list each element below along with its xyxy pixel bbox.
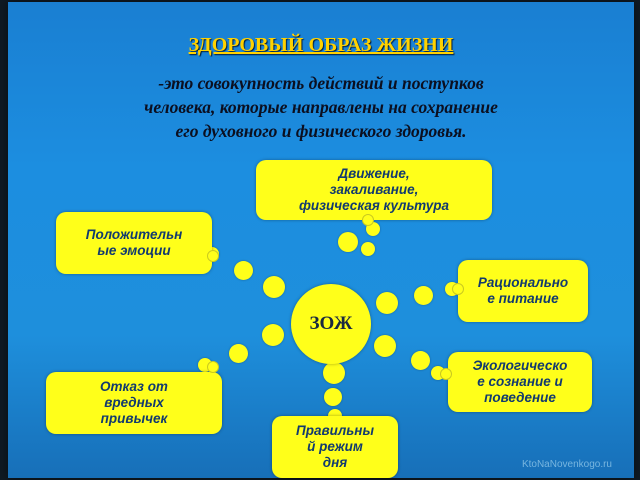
ray-circle <box>411 351 430 370</box>
box-ecology-line-3: поведение <box>484 390 556 405</box>
ray-circle <box>263 276 285 298</box>
box-routine-line-1: Правильны <box>296 423 374 438</box>
ray-circle <box>376 292 398 314</box>
site-watermark: KtoNaNovenkogo.ru <box>521 459 612 470</box>
connector-dot <box>362 214 374 226</box>
box-nutrition-line-2: е питание <box>487 291 559 306</box>
box-movement-line-3: физическая культура <box>298 198 450 213</box>
box-movement: Движение, закаливание, физическая культу… <box>256 160 492 220</box>
box-positive-emotions: Положительн ые эмоции <box>56 212 212 274</box>
box-routine-line-2: й режим <box>307 439 363 454</box>
ray-circle <box>323 362 345 384</box>
connector-dot <box>207 361 219 373</box>
ray-circle <box>361 242 375 256</box>
ray-circle <box>338 232 358 252</box>
ray-circle <box>324 388 342 406</box>
presentation-slide: ЗДОРОВЫЙ ОБРАЗ ЖИЗНИ -это совокупность д… <box>8 2 634 478</box>
slide-title: ЗДОРОВЫЙ ОБРАЗ ЖИЗНИ <box>188 34 454 56</box>
box-movement-line-2: закаливание, <box>329 182 419 197</box>
ray-circle <box>262 324 284 346</box>
box-nutrition-line-1: Рационально <box>477 275 569 290</box>
connector-dot <box>440 368 452 380</box>
box-bad-habits-line-2: вредных <box>104 395 164 410</box>
box-ecology: Экологическо е сознание и поведение <box>448 352 592 412</box>
box-nutrition: Рационально е питание <box>458 260 588 322</box>
ray-circle <box>229 344 248 363</box>
center-circle-zozh: ЗОЖ <box>291 284 371 364</box>
connector-dot <box>207 250 219 262</box>
box-ecology-line-2: е сознание и <box>477 374 563 389</box>
box-positive-emotions-line-2: ые эмоции <box>97 243 171 258</box>
box-movement-line-1: Движение, <box>338 166 410 181</box>
box-ecology-line-1: Экологическо <box>472 358 568 373</box>
box-positive-emotions-line-1: Положительн <box>85 227 183 242</box>
box-routine: Правильны й режим дня <box>272 416 398 478</box>
definition-line-3: его духовного и физического здоровья. <box>175 121 467 141</box>
ray-circle <box>414 286 433 305</box>
box-bad-habits-line-1: Отказ от <box>100 379 168 394</box>
box-bad-habits-line-3: привычек <box>100 411 168 426</box>
definition-line-2: человека, которые направлены на сохранен… <box>144 97 498 117</box>
center-label: ЗОЖ <box>309 313 353 334</box>
box-bad-habits: Отказ от вредных привычек <box>46 372 222 434</box>
ray-circle <box>374 335 396 357</box>
ray-circle <box>234 261 253 280</box>
box-routine-line-3: дня <box>322 455 348 470</box>
connector-dot <box>452 283 464 295</box>
definition-line-1: -это совокупность действий и поступков <box>158 73 484 93</box>
